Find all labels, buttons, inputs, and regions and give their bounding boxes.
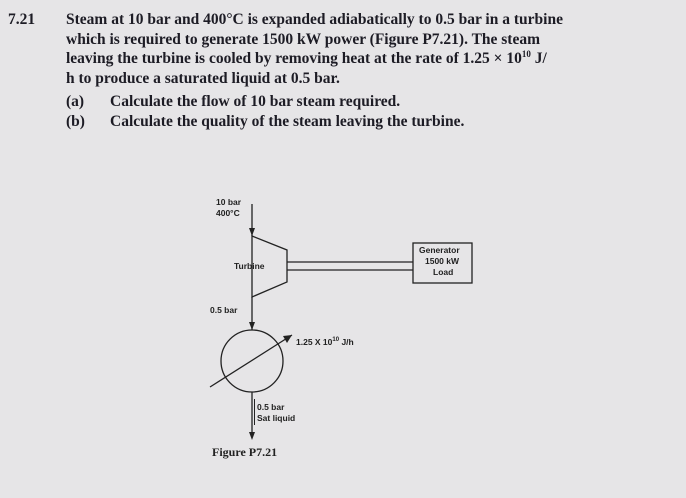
heat-removal-arrow: [209, 334, 293, 388]
heat-removal-label: 1.25 X 1010 J/h: [296, 337, 354, 347]
turbine-label: Turbine: [234, 261, 265, 271]
problem-line-4: h to produce a saturated liquid at 0.5 b…: [8, 69, 672, 89]
problem-number: 7.21: [8, 11, 36, 28]
problem-line-1: 7.21 Steam at 10 bar and 400°C is expand…: [8, 10, 672, 30]
exit-arrowhead: [249, 322, 255, 330]
generator-power-label: 1500 kW: [425, 256, 460, 266]
generator-label: Generator: [419, 245, 460, 255]
problem-text-3-tail: J/: [530, 50, 547, 67]
problem-text-1: Steam at 10 bar and 400°C is expanded ad…: [66, 11, 563, 28]
heat-removal-unit: J/h: [339, 337, 354, 347]
heat-removal-exponent: 10: [332, 337, 340, 343]
heat-removal-base: 1.25 X 10: [296, 337, 333, 347]
problem-line-2: which is required to generate 1500 kW po…: [8, 30, 672, 50]
problem-line-3: leaving the turbine is cooled by removin…: [8, 49, 672, 69]
problem-statement: 7.21 Steam at 10 bar and 400°C is expand…: [8, 10, 672, 88]
inlet-arrowhead: [249, 228, 255, 236]
outlet-state-label: Sat liquid: [257, 413, 296, 423]
inlet-pressure-label: 10 bar: [216, 197, 242, 207]
outlet-arrowhead: [249, 432, 255, 440]
problem-text-3-exponent: 10: [521, 49, 531, 59]
generator-load-label: Load: [433, 267, 454, 277]
part-a-text: Calculate the flow of 10 bar steam requi…: [110, 93, 401, 110]
problem-text-3: leaving the turbine is cooled by removin…: [66, 49, 547, 69]
part-b-text: Calculate the quality of the steam leavi…: [110, 112, 465, 130]
figure-caption: Figure P7.21: [212, 445, 278, 459]
inlet-temperature-label: 400°C: [216, 208, 240, 218]
problem-text-2: which is required to generate 1500 kW po…: [66, 30, 541, 48]
outlet-pressure-label: 0.5 bar: [257, 402, 285, 412]
part-b-label: (b): [66, 112, 85, 130]
turbine-body: [251, 235, 288, 298]
heat-arrowhead: [283, 335, 292, 343]
generator-box: [412, 242, 473, 284]
turbine-exit-pressure-label: 0.5 bar: [210, 305, 238, 315]
outlet-label-bracket: [254, 399, 255, 425]
problem-text-4: h to produce a saturated liquid at 0.5 b…: [66, 69, 340, 87]
problem-text-3-main: leaving the turbine is cooled by removin…: [66, 50, 522, 67]
part-a-label: (a): [66, 93, 85, 110]
